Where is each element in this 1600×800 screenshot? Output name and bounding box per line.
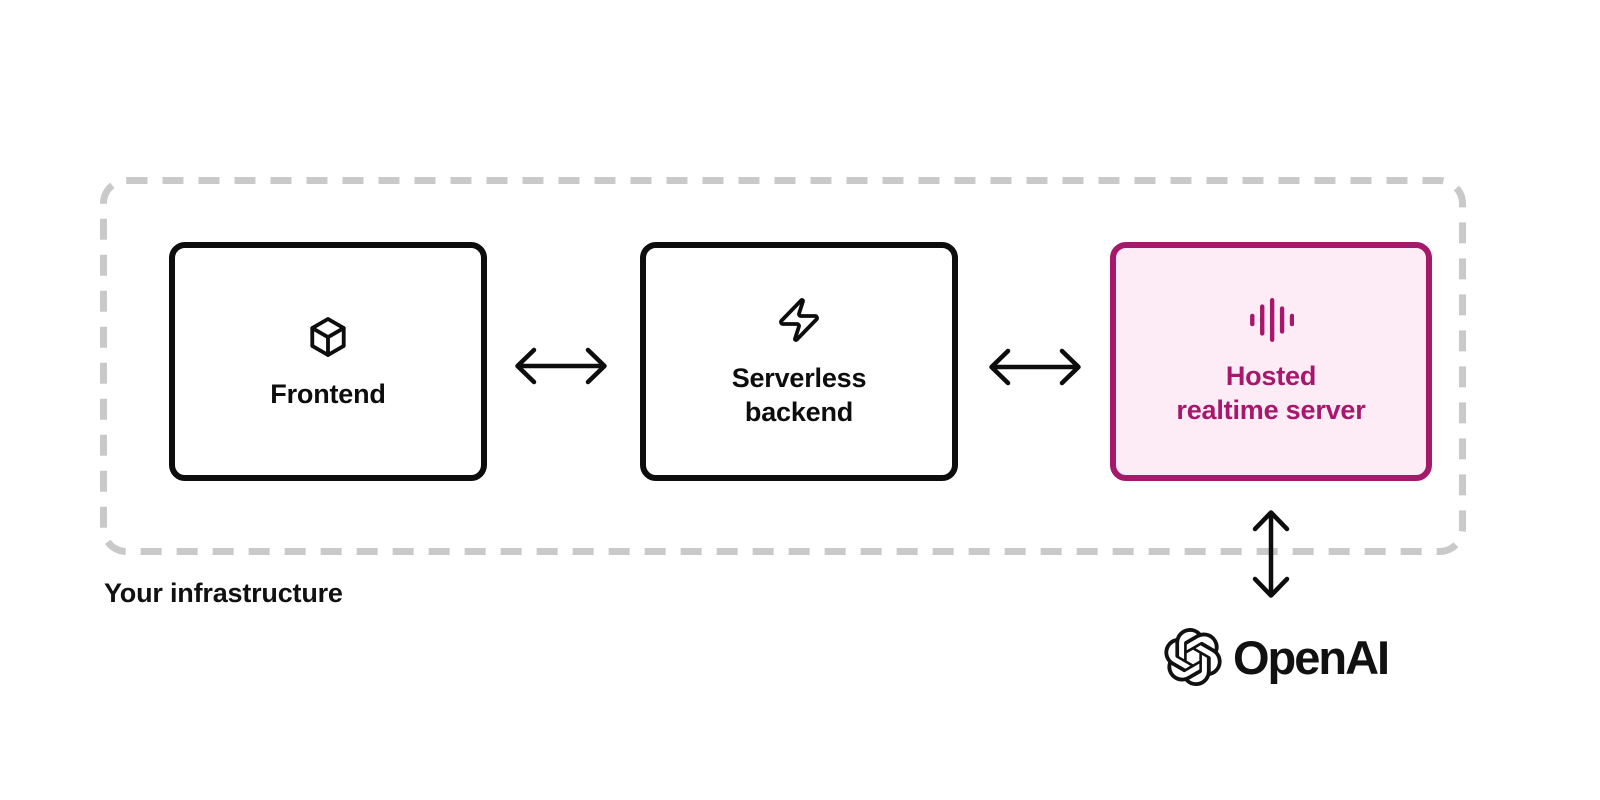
- arrow-frontend-backend-icon: [515, 347, 607, 385]
- arrow-realtime-openai-icon: [1252, 510, 1290, 598]
- node-label-hosted-realtime-server: Hosted realtime server: [1176, 360, 1366, 425]
- infrastructure-boundary: [100, 177, 1466, 555]
- node-frontend: Frontend: [169, 242, 487, 481]
- openai-brand-group: OpenAI: [1164, 628, 1390, 686]
- node-label-frontend: Frontend: [270, 378, 386, 409]
- lightning-icon: [775, 295, 823, 345]
- openai-logo-icon: [1164, 628, 1222, 686]
- waveform-icon: [1248, 297, 1294, 343]
- arrow-backend-realtime-icon: [989, 348, 1081, 386]
- node-hosted-realtime-server: Hosted realtime server: [1110, 242, 1432, 481]
- node-serverless-backend: Serverless backend: [640, 242, 958, 481]
- cube-icon: [305, 313, 351, 361]
- openai-wordmark: OpenAI: [1233, 630, 1390, 684]
- node-label-serverless-backend: Serverless backend: [731, 362, 867, 427]
- infrastructure-label: Your infrastructure: [104, 578, 343, 608]
